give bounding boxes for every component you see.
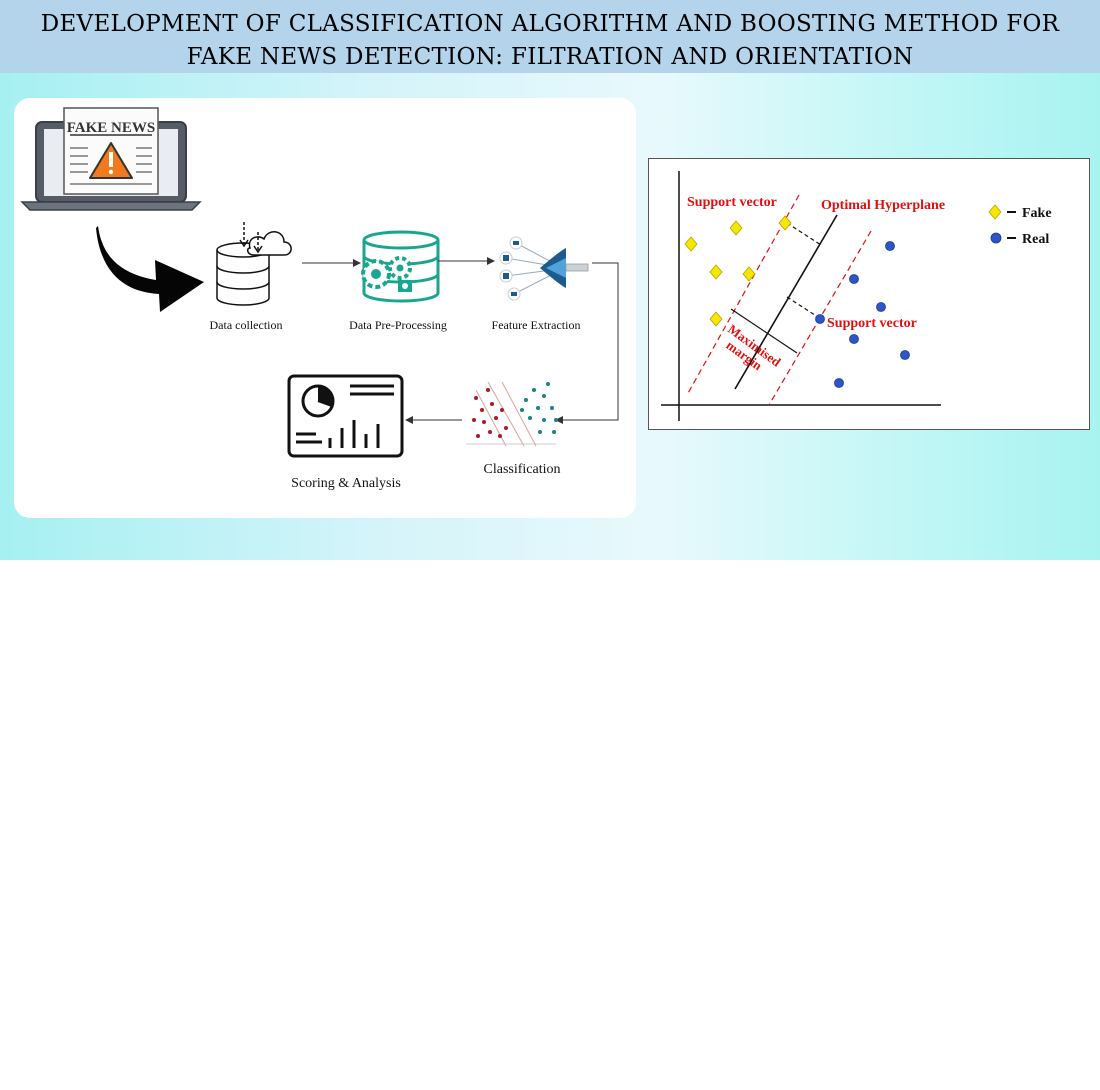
dashboard-analytics-icon [287, 374, 404, 458]
pipeline-diagram: FAKE NEWS Data collection [20, 107, 619, 491]
svm-diagram-panel: Support vector Optimal Hyperplane Suppor… [648, 158, 1090, 430]
fake-points [684, 215, 792, 327]
page-title: DEVELOPMENT OF CLASSIFICATION ALGORITHM … [0, 8, 1100, 74]
maximised-margin-label: Maximised margin [723, 321, 784, 373]
step-scoring-analysis: Scoring & Analysis [291, 476, 401, 491]
step-data-preprocessing: Data Pre-Processing [349, 318, 447, 332]
support-vector-label-top: Support vector [687, 195, 777, 210]
optimal-hyperplane-label: Optimal Hyperplane [821, 198, 945, 213]
step-feature-extraction: Feature Extraction [492, 318, 581, 332]
step-data-collection: Data collection [210, 318, 283, 332]
title-line-2: FAKE NEWS DETECTION: FILTRATION AND ORIE… [186, 44, 914, 70]
title-line-1: DEVELOPMENT OF CLASSIFICATION ALGORITHM … [40, 11, 1060, 37]
legend: Fake Real [988, 204, 1052, 247]
distance-dash-right [786, 296, 822, 320]
curved-arrow-icon [96, 226, 204, 312]
distance-dash-top [786, 222, 822, 246]
margin-width-indicator [730, 308, 798, 354]
database-cloud-icon [216, 222, 292, 306]
feature-extraction-funnel-icon [499, 236, 589, 301]
preprocessing-gears-icon [361, 230, 440, 303]
step-classification: Classification [484, 462, 561, 477]
optimal-hyperplane-line [734, 214, 838, 390]
laptop-icon: FAKE NEWS [20, 107, 202, 211]
legend-real-marker [990, 232, 1002, 244]
svm-diagram: Support vector Optimal Hyperplane Suppor… [661, 171, 1052, 421]
legend-fake-label: Fake [1022, 206, 1052, 221]
real-points [815, 241, 910, 388]
legend-fake-marker [988, 204, 1002, 220]
arrow-features-to-classification [555, 262, 619, 424]
title-banner [0, 0, 1100, 73]
fake-news-label: FAKE NEWS [67, 120, 155, 136]
pipeline-card: FAKE NEWS Data collection [14, 98, 636, 518]
legend-real-label: Real [1022, 232, 1049, 247]
support-vector-label-right: Support vector [827, 316, 917, 331]
margin-line-left [686, 194, 800, 396]
classification-scatter-icon [466, 381, 558, 447]
